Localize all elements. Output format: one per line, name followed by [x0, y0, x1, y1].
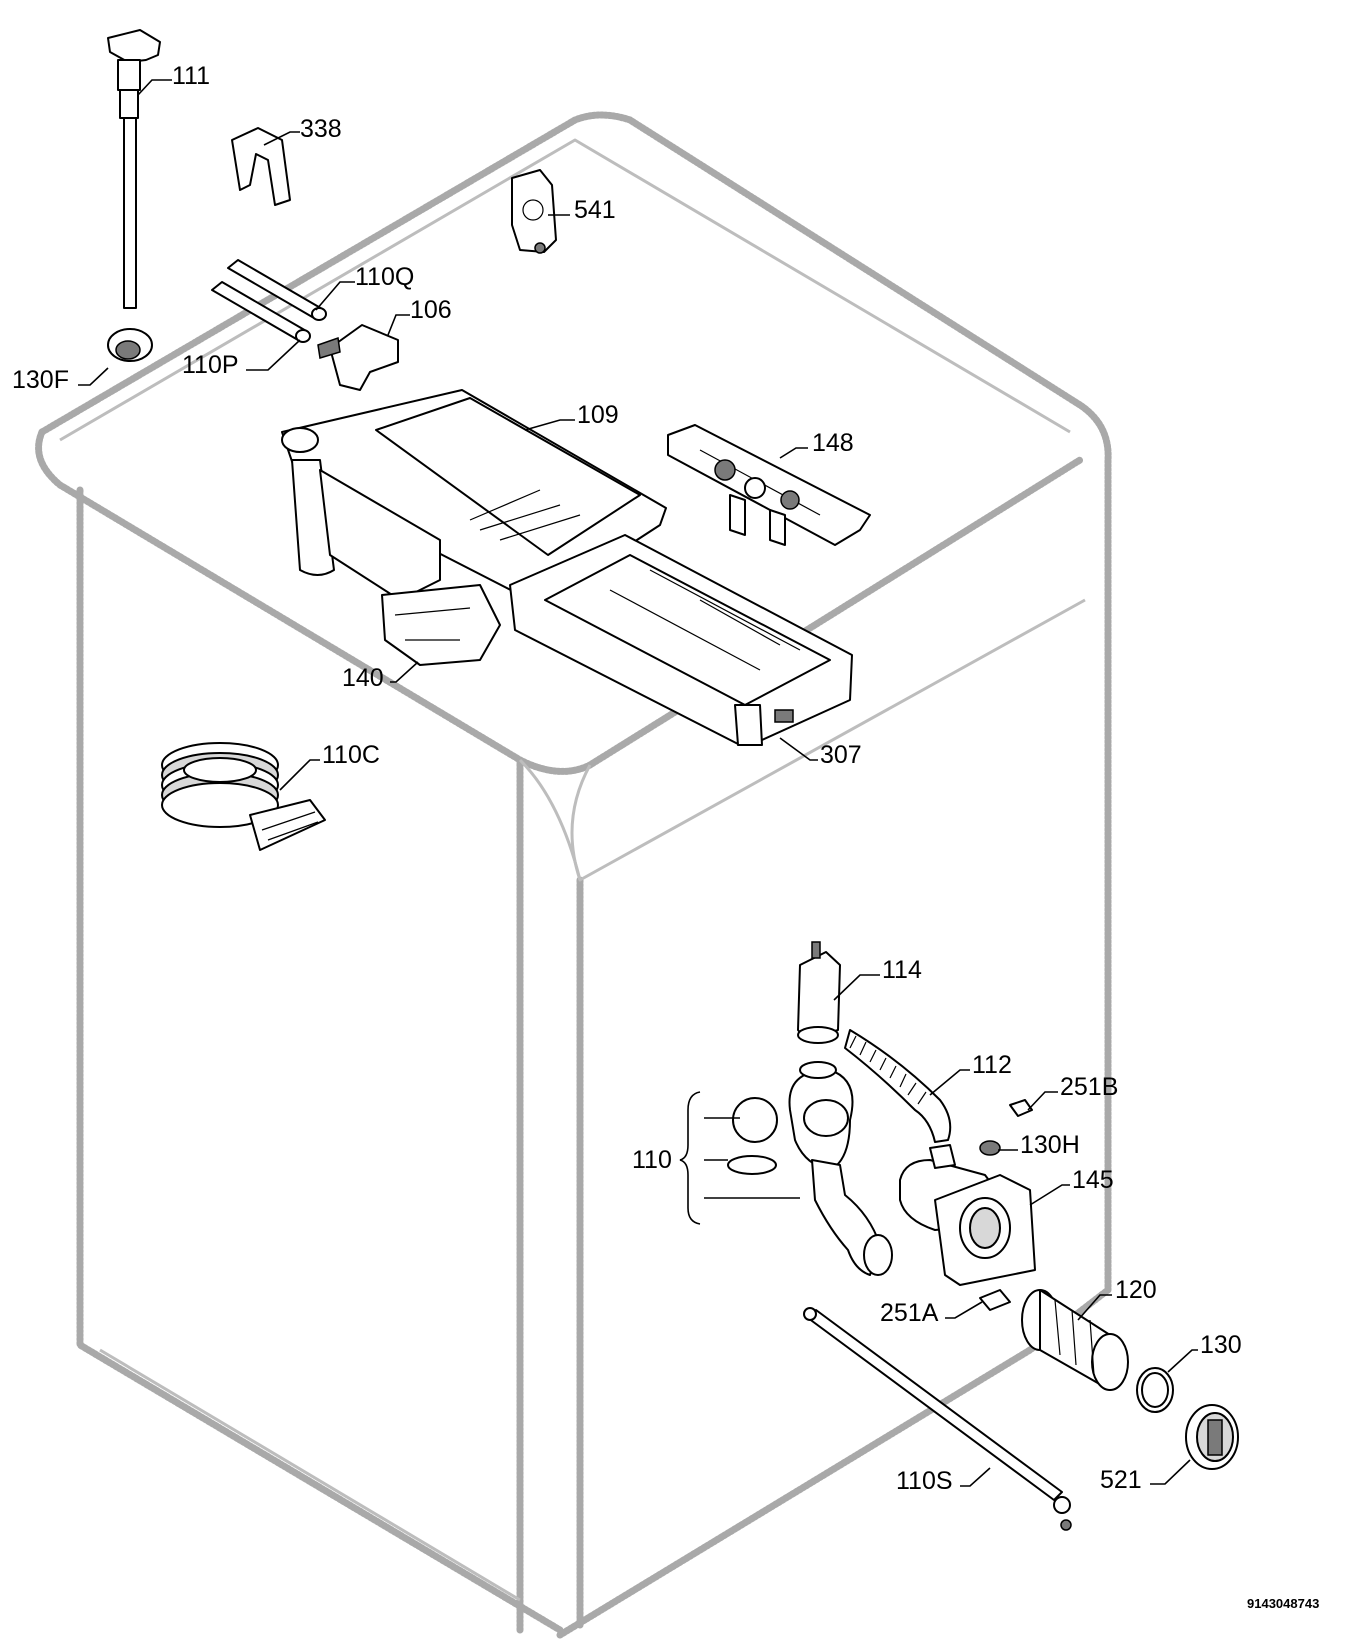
- rod-110s: [803, 1307, 1072, 1531]
- valve-106: [317, 324, 399, 391]
- label-109: 109: [577, 401, 619, 429]
- inlet-hose-111: [107, 29, 161, 362]
- label-110q: 110Q: [355, 263, 414, 291]
- label-130f: 130F: [12, 366, 69, 394]
- dispenser-lid-148: [667, 424, 871, 546]
- label-148: 148: [812, 429, 854, 457]
- label-120: 120: [1115, 1276, 1157, 1304]
- cabinet-outline: [35, 111, 1112, 1639]
- pump-filter-120: [1021, 1289, 1129, 1391]
- label-111: 111: [172, 62, 210, 90]
- label-140: 140: [342, 664, 384, 692]
- label-130h: 130H: [1020, 1131, 1080, 1159]
- pump-housing-110: [727, 1061, 893, 1276]
- bracket-541: [511, 169, 557, 254]
- small-parts: [979, 1099, 1033, 1311]
- label-130: 130: [1200, 1331, 1242, 1359]
- label-106: 106: [410, 296, 452, 324]
- label-541: 541: [574, 196, 616, 224]
- hose-clip-338: [231, 127, 291, 206]
- label-521: 521: [1100, 1466, 1142, 1494]
- label-110c: 110C: [322, 741, 380, 769]
- label-145: 145: [1072, 1166, 1114, 1194]
- drawing-code: 9143048743: [1247, 1596, 1319, 1611]
- label-307: 307: [820, 741, 862, 769]
- label-114: 114: [882, 956, 922, 984]
- label-251b: 251B: [1060, 1073, 1118, 1101]
- label-338: 338: [300, 115, 342, 143]
- label-110: 110: [632, 1146, 672, 1174]
- drain-pump-145: [899, 1144, 1036, 1286]
- fitting-114: [797, 941, 841, 1044]
- drain-hose-112: [844, 1029, 952, 1143]
- part-labels: 111 338 541 110Q 106 110P 130F 109 148 1…: [12, 62, 1319, 1611]
- detergent-drawer-307: [381, 534, 853, 746]
- label-251a: 251A: [880, 1299, 939, 1327]
- label-112: 112: [972, 1051, 1012, 1079]
- bellows-110c: [161, 742, 326, 851]
- label-110p: 110P: [182, 351, 239, 379]
- ring-130-cap-521: [1136, 1367, 1239, 1470]
- tubes-110q-110p: [211, 259, 327, 343]
- label-110s: 110S: [896, 1467, 953, 1495]
- leader-lines: [78, 79, 1198, 1487]
